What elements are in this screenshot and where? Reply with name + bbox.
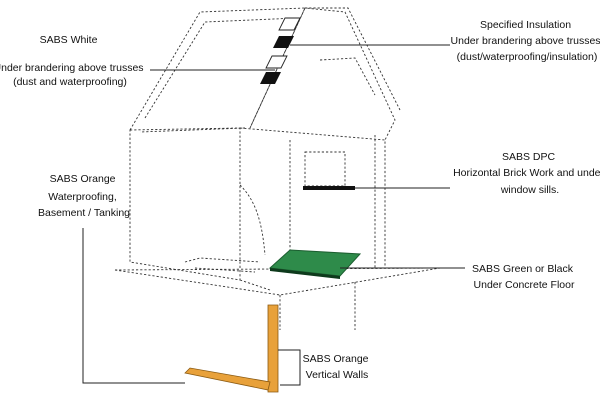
callout-sabs-white: SABS White Under brandering above trusse… <box>0 34 146 88</box>
callout-line: Horizontal Brick Work and under <box>453 167 600 179</box>
callout-line: SABS Green or Black <box>472 263 574 275</box>
roof-outline <box>129 7 401 141</box>
callout-line: SABS DPC <box>502 151 556 163</box>
house-walls-outline <box>129 127 386 291</box>
orange-vertical-membrane <box>267 304 279 393</box>
leader-lines <box>82 44 465 386</box>
orange-basement-membrane <box>184 367 271 391</box>
callout-sabs-dpc: SABS DPC Horizontal Brick Work and under… <box>453 151 600 196</box>
callout-line: SABS Orange <box>303 353 369 365</box>
callout-line: Under brandering above trusses <box>451 35 600 47</box>
dpc-strip <box>303 186 355 190</box>
roof-membrane-panels <box>260 17 301 84</box>
window-outline <box>304 151 346 187</box>
callout-specified-insulation: Specified Insulation Under brandering ab… <box>451 19 600 63</box>
callout-line: Basement / Tanking <box>38 207 130 219</box>
callout-line: Vertical Walls <box>306 369 369 381</box>
callout-line: Waterproofing, <box>48 191 116 203</box>
callout-sabs-orange-walls: SABS Orange Vertical Walls <box>303 353 372 381</box>
callout-line: Specified Insulation <box>480 19 571 31</box>
callout-line: Under brandering above trusses <box>0 62 144 74</box>
callout-sabs-orange-basement: SABS Orange Waterproofing, Basement / Ta… <box>38 173 130 219</box>
callout-line: SABS White <box>40 34 98 46</box>
callout-line: SABS Orange <box>50 173 116 185</box>
callout-line: (dust/waterproofing/insulation) <box>457 51 598 63</box>
callout-line: Under Concrete Floor <box>474 279 575 291</box>
callout-sabs-green-black: SABS Green or Black Under Concrete Floor <box>472 263 576 291</box>
callout-line: window sills. <box>500 184 559 196</box>
floor-membrane-edge <box>270 268 340 279</box>
callout-line: (dust and waterproofing) <box>13 76 127 88</box>
